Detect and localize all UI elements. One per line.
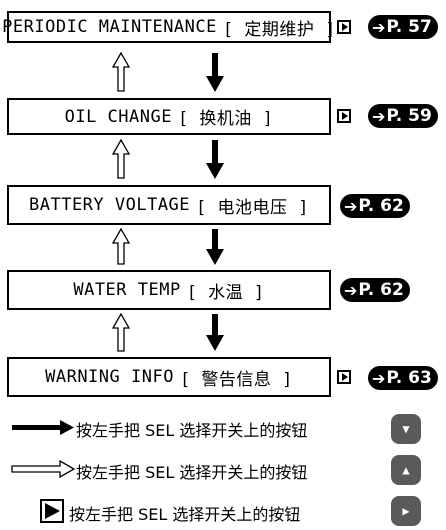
page-reference-text: P. 57 (386, 17, 432, 37)
legend-row-up: 按左手把 SEL 选择开关上的按钮 (76, 459, 307, 483)
play-square-icon (337, 370, 351, 384)
down-arrow-solid-icon (206, 53, 224, 92)
down-triangle-button-icon: ▼ (391, 414, 421, 444)
page-reference-badge: ➔ P. 57 (368, 15, 438, 39)
up-arrow-outline-icon (111, 312, 131, 352)
page-reference-text: P. 59 (386, 106, 432, 126)
menu-item-label-cn: [ 水温 ] (186, 282, 265, 303)
down-arrow-solid-icon (206, 314, 224, 351)
outline-right-arrow-icon (11, 459, 76, 479)
legend-text: 按左手把 SEL 选择开关上的按钮 (69, 505, 301, 524)
legend-text: 按左手把 SEL 选择开关上的按钮 (76, 463, 308, 482)
legend-text: 按左手把 SEL 选择开关上的按钮 (76, 421, 308, 440)
page-reference-badge: ➔ P. 62 (340, 194, 410, 218)
arrow-right-icon: ➔ (372, 17, 386, 37)
menu-item-label-cn: [ 定期维护 ] (222, 19, 336, 40)
page-reference-text: P. 63 (386, 368, 432, 388)
up-arrow-outline-icon (111, 227, 131, 265)
menu-item-label-en: WATER TEMP (73, 280, 181, 300)
menu-item-label-en: WARNING INFO (45, 367, 174, 387)
legend-row-down: 按左手把 SEL 选择开关上的按钮 (76, 417, 307, 441)
play-square-icon (337, 20, 351, 34)
menu-item-oil-change: OIL CHANGE [ 换机油 ] (7, 98, 331, 135)
menu-item-label-en: BATTERY VOLTAGE (29, 195, 191, 215)
arrow-right-icon: ➔ (344, 196, 358, 216)
menu-item-label-en: PERIODIC MAINTENANCE (2, 17, 217, 37)
arrow-right-icon: ➔ (344, 280, 358, 300)
up-arrow-outline-icon (111, 138, 131, 179)
page-reference-text: P. 62 (358, 280, 404, 300)
up-arrow-outline-icon (111, 51, 131, 92)
menu-item-warning-info: WARNING INFO [ 警告信息 ] (7, 357, 331, 397)
play-square-icon (337, 109, 351, 123)
legend-row-right: 按左手把 SEL 选择开关上的按钮 (69, 501, 300, 525)
menu-item-water-temp: WATER TEMP [ 水温 ] (7, 270, 331, 310)
page-reference-badge: ➔ P. 59 (368, 104, 438, 128)
down-arrow-solid-icon (206, 140, 224, 179)
menu-item-periodic-maintenance: PERIODIC MAINTENANCE [ 定期维护 ] (2, 11, 335, 43)
solid-right-arrow-icon (12, 420, 74, 435)
down-arrow-solid-icon (206, 229, 224, 265)
menu-item-label-cn: [ 换机油 ] (177, 109, 274, 129)
page-reference-badge: ➔ P. 63 (368, 366, 438, 390)
page-reference-badge: ➔ P. 62 (340, 278, 410, 302)
menu-item-label-cn: [ 电池电压 ] (196, 197, 309, 218)
arrow-right-icon: ➔ (372, 106, 386, 126)
arrow-right-icon: ➔ (372, 368, 386, 388)
menu-item-label-en: OIL CHANGE (64, 106, 172, 127)
menu-item-battery-voltage: BATTERY VOLTAGE [ 电池电压 ] (7, 185, 331, 225)
up-triangle-button-icon: ▲ (391, 455, 421, 485)
menu-item-label-cn: [ 警告信息 ] (179, 369, 293, 390)
right-triangle-button-icon: ▶ (391, 496, 421, 526)
play-box-icon (40, 499, 64, 523)
page-reference-text: P. 62 (358, 196, 404, 216)
